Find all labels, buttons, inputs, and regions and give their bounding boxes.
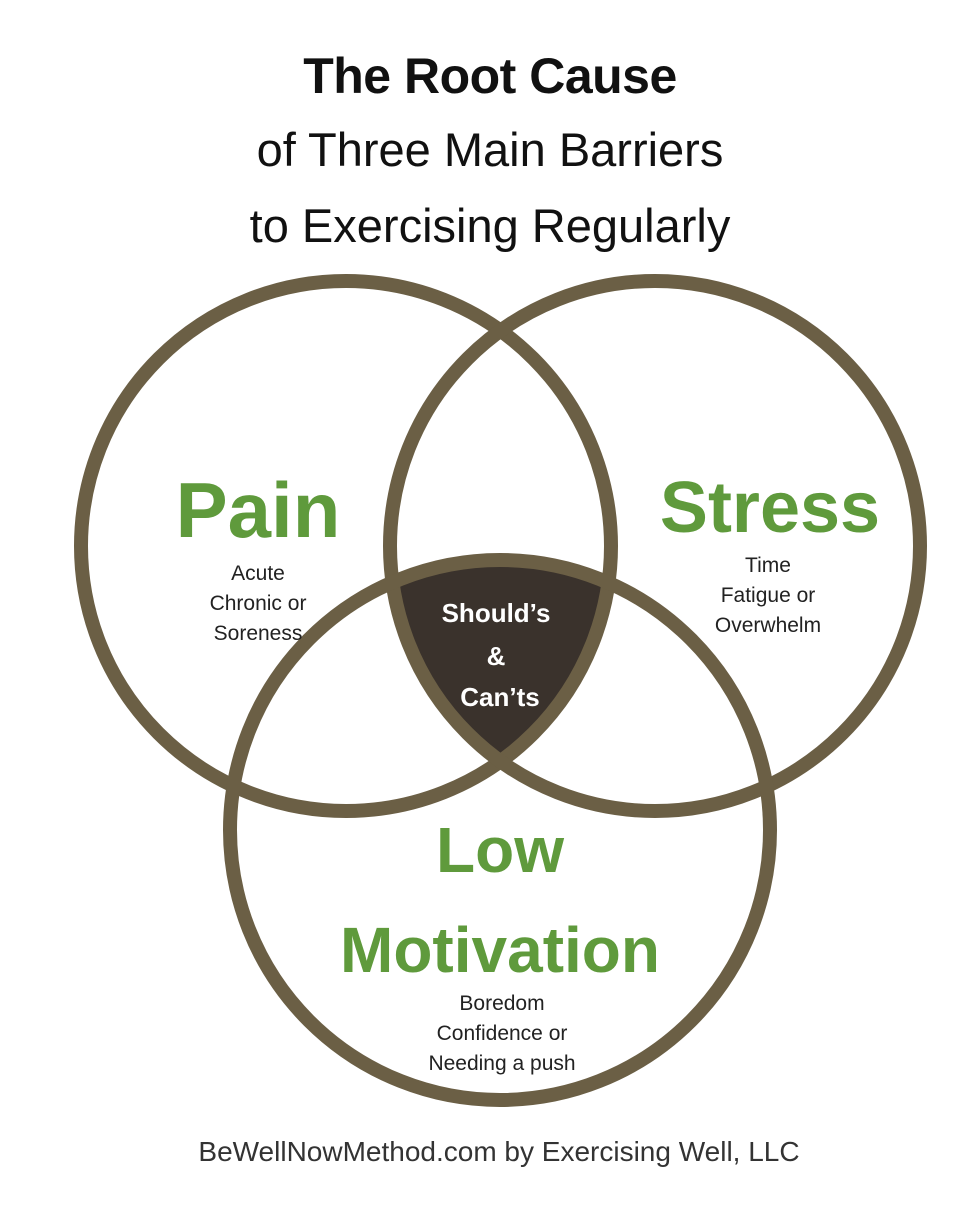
motivation-heading-line-1: Low <box>436 814 564 886</box>
title-block: The Root Cause of Three Main Barriers to… <box>0 40 980 264</box>
pain-item-3: Soreness <box>214 622 303 645</box>
motivation-item-2: Confidence or <box>437 1022 568 1045</box>
stress-heading: Stress <box>660 468 880 548</box>
pain-heading: Pain <box>176 466 341 554</box>
footer-credit: BeWellNowMethod.com by Exercising Well, … <box>198 1136 800 1167</box>
pain-item-2: Chronic or <box>210 592 307 615</box>
stress-item-2: Fatigue or <box>721 584 816 607</box>
stress-circle <box>383 274 927 818</box>
motivation-circle <box>223 553 777 1107</box>
motivation-heading-line-2: Motivation <box>340 914 660 986</box>
stress-item-1: Time <box>745 554 791 577</box>
title-line-3: to Exercising Regularly <box>249 199 731 252</box>
stress-item-3: Overwhelm <box>715 614 821 637</box>
title-main: The Root Cause <box>303 48 677 104</box>
center-line-3: Can’ts <box>460 682 539 712</box>
pain-item-1: Acute <box>231 562 285 585</box>
motivation-item-1: Boredom <box>459 992 544 1015</box>
motivation-item-3: Needing a push <box>428 1052 575 1075</box>
pain-circle <box>74 274 618 818</box>
center-line-2: & <box>487 641 506 671</box>
center-line-1: Should’s <box>442 598 551 628</box>
title-line-2: of Three Main Barriers <box>256 123 724 176</box>
